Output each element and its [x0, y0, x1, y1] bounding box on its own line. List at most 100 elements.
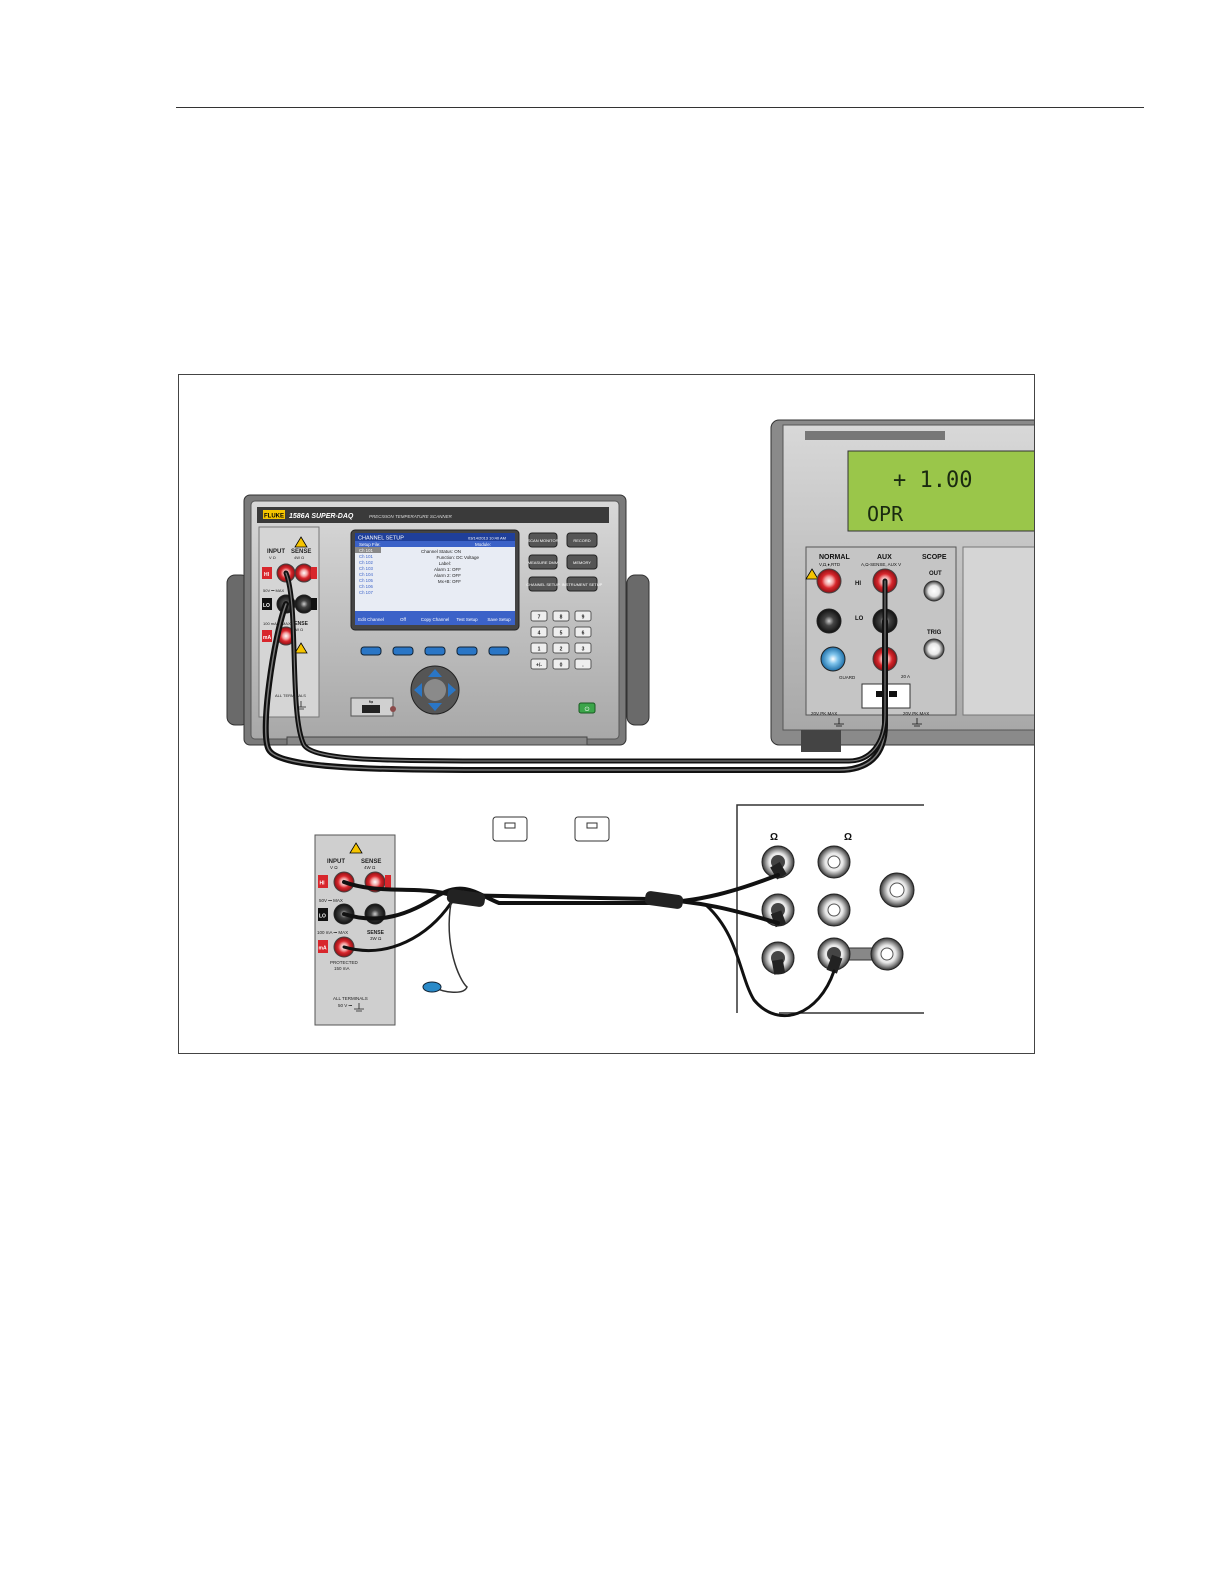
- daq-lo-tag: LO: [263, 603, 270, 609]
- screen-channel-list: Ch 101 Ch 101 Ch 102 Ch 103 Ch 104 Ch 10…: [359, 548, 373, 595]
- channel-row[interactable]: Ch 102: [359, 560, 373, 565]
- cal-hi-label: HI: [855, 581, 861, 587]
- button-label: RECORD: [573, 538, 590, 543]
- detail-mamax-label: 100 mA ⎓ MAX: [317, 930, 348, 935]
- softkey-label: Copy Channel: [421, 617, 450, 622]
- pk-max-left: 20V PK MAX: [811, 711, 837, 716]
- daq-sense-hi-jack[interactable]: [295, 564, 313, 582]
- normal-sub: V,Ω,♦,RTD: [819, 562, 841, 567]
- lcd-status: OPR: [867, 502, 904, 526]
- omega-label-2: Ω: [844, 832, 852, 843]
- daq-vmax-label: 50V ⎓ MAX: [263, 588, 285, 593]
- trig-label: TRIG: [927, 630, 942, 636]
- channel-row[interactable]: Ch 105: [359, 578, 373, 583]
- scope-label: SCOPE: [922, 554, 947, 561]
- key-label: 0: [560, 663, 563, 669]
- screen-setup-file: Setup File:: [359, 542, 381, 547]
- screen-module: Module:: [475, 542, 491, 547]
- detail-line: Mx+B: OFF: [438, 579, 461, 584]
- detail-lo-tag: LO: [319, 914, 326, 920]
- button-label: SCAN MONITOR: [527, 538, 558, 543]
- channel-row[interactable]: Ch 101: [359, 548, 373, 553]
- detail-ma-tag: mA: [319, 946, 327, 952]
- channel-row[interactable]: Ch 107: [359, 590, 373, 595]
- detail-sense-sub: 4W Ω: [364, 865, 376, 870]
- detail-line: Label:: [439, 561, 451, 566]
- detail-line: Alarm 1: OFF: [434, 567, 461, 572]
- detail-vmax-label: 50V ⎓ MAX: [319, 898, 343, 903]
- usb-port[interactable]: [362, 705, 380, 713]
- normal-hi-jack[interactable]: [817, 569, 841, 593]
- key-label: 2: [560, 647, 563, 653]
- detail-all-terminals: ALL TERMINALS: [333, 996, 368, 1001]
- detail-line: Function: DC Voltage: [436, 555, 479, 560]
- scope-out-jack[interactable]: [924, 581, 944, 601]
- detail-sense-lo-jack[interactable]: [365, 904, 385, 924]
- softkey-4[interactable]: [457, 647, 477, 655]
- button-label: MEMORY: [573, 560, 591, 565]
- button-label: CHANNEL SETUP: [526, 582, 560, 587]
- daq-model: 1586A SUPER-DAQ: [289, 513, 354, 520]
- cable-connector-left: [446, 888, 486, 907]
- daq-hi-tag: HI: [264, 572, 270, 578]
- aux-sub: A,Ω-SENSE, AUX V: [861, 562, 901, 567]
- twenty-amp-label: 20 A: [901, 674, 910, 679]
- normal-lo-jack[interactable]: [817, 609, 841, 633]
- daq-input-sub: V Ω: [269, 555, 276, 560]
- channel-row[interactable]: Ch 104: [359, 572, 373, 577]
- screen-softkey-labels: Edit Channel Off Copy Channel Test Setup…: [358, 617, 511, 622]
- daq-terminal-detail: INPUT V Ω SENSE 4W Ω HI 50V ⎓ MAX LO 100…: [315, 835, 395, 1025]
- daq-sense-lo-jack[interactable]: [295, 595, 313, 613]
- channel-row[interactable]: Ch 106: [359, 584, 373, 589]
- softkey-1[interactable]: [361, 647, 381, 655]
- daq-all-terminals: ALL TERMINALS: [275, 693, 306, 698]
- calibrator-instrument: + 1.00 OPR NORMAL V,Ω,♦,RTD AUX A,Ω-SENS…: [771, 420, 1034, 752]
- diagram-svg: FLUKE 1586A SUPER-DAQ PRECISION TEMPERAT…: [179, 375, 1034, 1053]
- key-switch-icon: [493, 817, 527, 841]
- detail-input-sub: V Ω: [330, 865, 338, 870]
- spade-lug: [423, 982, 441, 992]
- softkey-3[interactable]: [425, 647, 445, 655]
- cal-lo-label: LO: [855, 616, 864, 622]
- softkey-label: Test Setup: [456, 617, 478, 622]
- channel-row[interactable]: Ch 103: [359, 566, 373, 571]
- softkey-5[interactable]: [489, 647, 509, 655]
- key-label: +/-: [536, 663, 542, 669]
- softkey-label: Edit Channel: [358, 617, 384, 622]
- daq-sense-sub: 4W Ω: [294, 555, 304, 560]
- normal-label: NORMAL: [819, 554, 850, 561]
- scope-trig-jack[interactable]: [924, 639, 944, 659]
- aux-label: AUX: [877, 554, 892, 561]
- detail-protected-sub: 150 mA: [334, 966, 350, 971]
- guard-label: GUARD: [839, 675, 856, 680]
- daq-brand: FLUKE: [264, 514, 284, 520]
- button-label: MEASURE DMM: [528, 560, 558, 565]
- screen-datetime: 03/14/2013 10:40 AM: [468, 536, 506, 541]
- key-label: 1: [538, 647, 541, 653]
- omega-label-1: Ω: [770, 832, 778, 843]
- switch-icons: [493, 817, 609, 841]
- detail-protected: PROTECTED: [330, 960, 359, 965]
- key-label: 8: [560, 615, 563, 621]
- guard-jack[interactable]: [821, 647, 845, 671]
- daq-ma-tag: mA: [263, 635, 271, 641]
- detail-line: Channel Status: ON: [421, 549, 461, 554]
- power-icon: ⏻: [585, 706, 590, 713]
- out-label: OUT: [929, 571, 942, 577]
- softkey-label: Save Setup: [487, 617, 511, 622]
- pk-max-right: 20V PK MAX: [903, 711, 929, 716]
- header-rule: [176, 107, 1144, 108]
- key-label: 4: [538, 631, 541, 637]
- key-label: 9: [582, 615, 585, 621]
- connection-diagram: FLUKE 1586A SUPER-DAQ PRECISION TEMPERAT…: [178, 374, 1035, 1054]
- detail-all-terminals-sub: 50 V ⎓: [338, 1003, 353, 1008]
- detail-sense3w-sub: 3W Ω: [370, 936, 382, 941]
- channel-row[interactable]: Ch 101: [359, 554, 373, 559]
- softkey-2[interactable]: [393, 647, 413, 655]
- key-label: 5: [560, 631, 563, 637]
- cable-connector-right: [644, 890, 684, 909]
- daq-instrument: FLUKE 1586A SUPER-DAQ PRECISION TEMPERAT…: [227, 495, 649, 745]
- bottom-test-leads: [344, 875, 834, 1016]
- usb-icon: ⇆: [369, 700, 373, 706]
- screen-title: CHANNEL SETUP: [358, 536, 404, 542]
